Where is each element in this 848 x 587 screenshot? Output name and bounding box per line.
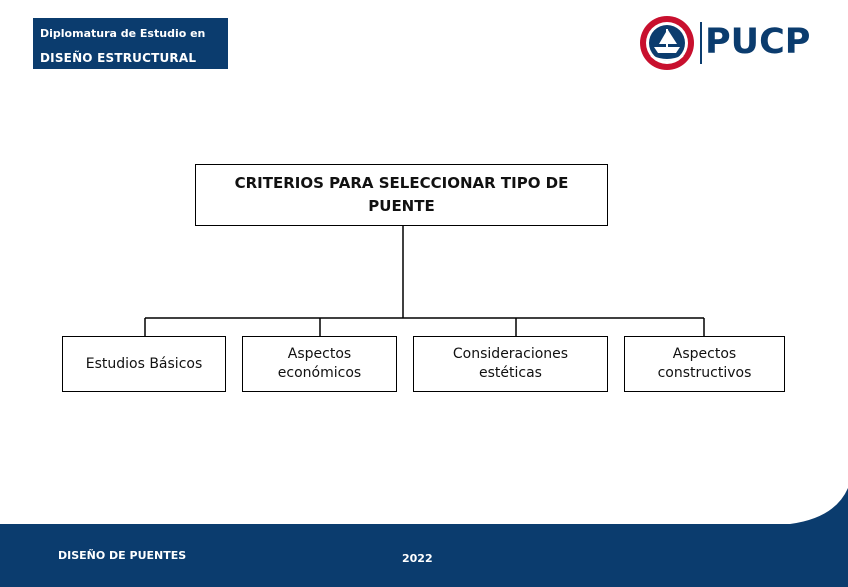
footer-band	[0, 488, 848, 587]
child-node-consideraciones-esteticas: Consideraciones estéticas	[413, 336, 608, 392]
university-seal-icon	[640, 16, 694, 70]
footer-course: DISEÑO DE PUENTES	[58, 549, 187, 562]
child-node-aspectos-economicos: Aspectos económicos	[242, 336, 397, 392]
program-banner: Diplomatura de Estudio en DISEÑO ESTRUCT…	[33, 18, 228, 69]
program-line-1: Diplomatura de Estudio en	[40, 27, 206, 40]
pucp-logo: PUCP	[638, 14, 828, 72]
footer-year: 2022	[402, 552, 433, 565]
root-node: CRITERIOS PARA SELECCIONAR TIPO DE PUENT…	[195, 164, 608, 226]
logo-wordmark: PUCP	[705, 22, 811, 62]
logo-separator	[700, 22, 702, 64]
child-node-aspectos-constructivos: Aspectos constructivos	[624, 336, 785, 392]
child-node-estudios-basicos: Estudios Básicos	[62, 336, 226, 392]
program-line-2: DISEÑO ESTRUCTURAL	[40, 51, 197, 65]
